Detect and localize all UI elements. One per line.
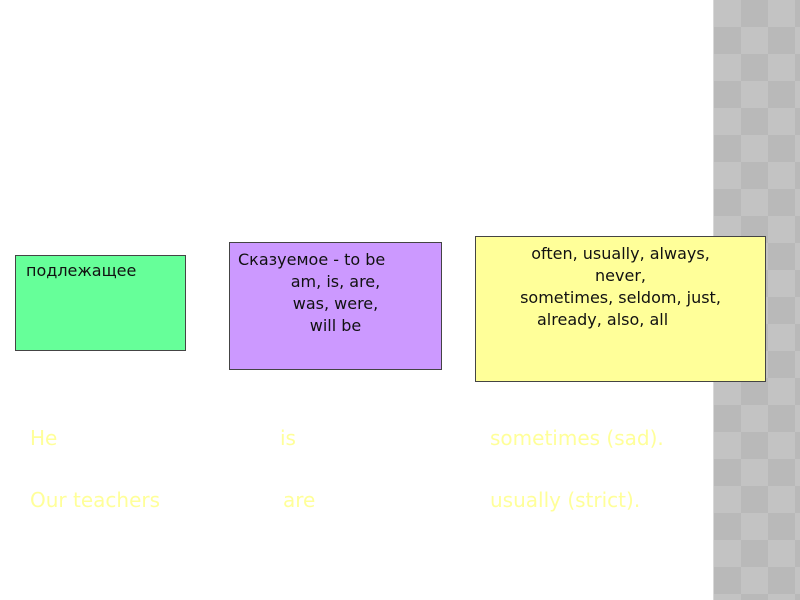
adverbs-line: already, also, all	[537, 310, 669, 329]
example-verb: are	[283, 488, 316, 512]
adverbs-line: often, usually, always,	[531, 244, 710, 263]
example-subject: Our teachers	[30, 488, 161, 512]
adverbs-line: sometimes, seldom, just,	[520, 288, 721, 307]
predicate-line: will be	[309, 316, 362, 335]
example-adverb: sometimes (sad).	[490, 426, 664, 450]
subject-box: подлежащее	[15, 255, 186, 351]
predicate-line: Сказуемое - to be	[238, 250, 386, 269]
adverbs-box: often, usually, always, never, sometimes…	[475, 236, 766, 382]
predicate-line: was, were,	[292, 294, 379, 313]
predicate-box: Сказуемое - to be am, is, are, was, were…	[229, 242, 442, 370]
example-verb: is	[280, 426, 296, 450]
predicate-line: am, is, are,	[290, 272, 381, 291]
subject-label: подлежащее	[26, 261, 137, 280]
example-adverb: usually (strict).	[490, 488, 641, 512]
example-subject: He	[30, 426, 58, 450]
adverbs-line: never,	[595, 266, 646, 285]
